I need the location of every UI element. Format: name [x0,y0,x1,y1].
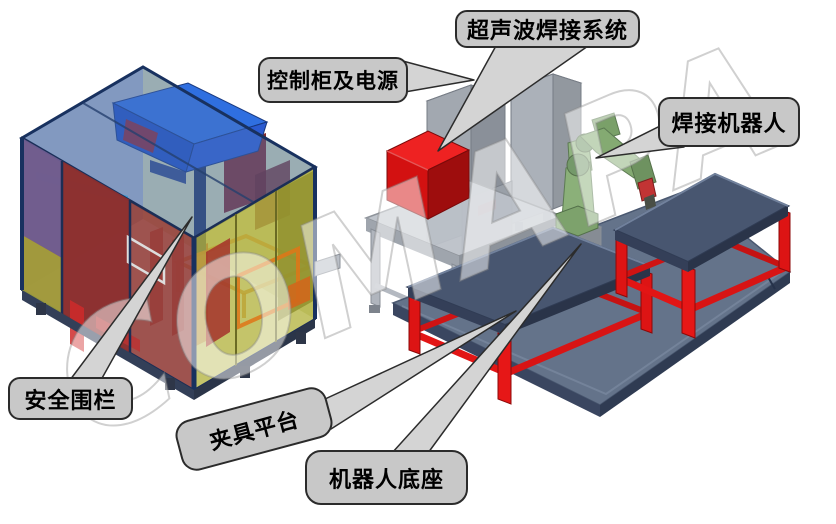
callout-control-cabinet: 控制柜及电源 [258,57,408,103]
callout-welding-robot-label: 焊接机器人 [671,111,787,136]
fixture-table-right [612,172,791,339]
callout-robot-base: 机器人底座 [305,450,468,505]
welding-robot-arm [555,112,657,237]
safety-enclosure [19,65,341,400]
callout-safety-fence: 安全围栏 [8,377,133,420]
callout-welding-robot: 焊接机器人 [658,97,800,147]
callout-tails [69,43,685,454]
callout-robot-base-label: 机器人底座 [328,466,444,492]
purple-panel [22,138,62,258]
callout-ultrasonic-system: 超声波焊接系统 [455,10,640,48]
callout-control-cabinet-label: 控制柜及电源 [267,70,399,93]
callout-safety-fence-label: 安全围栏 [24,387,117,413]
callout-ultrasonic-system-label: 超声波焊接系统 [466,18,628,43]
enclosure-front-right-wall [193,165,316,392]
side-bracket [314,253,341,277]
wall-window [126,234,166,286]
